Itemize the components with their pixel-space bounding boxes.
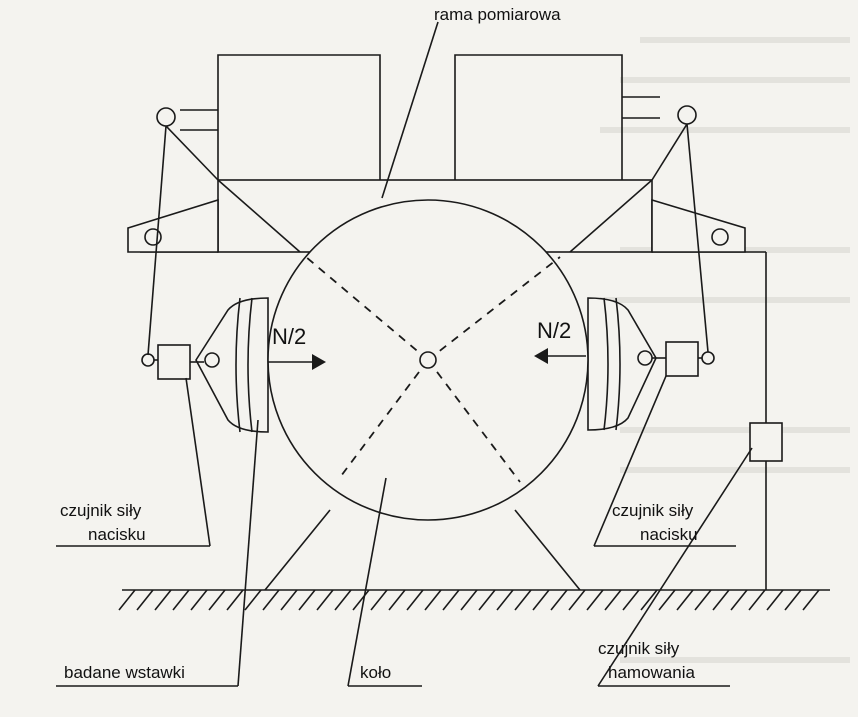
ground-hatch-line [712,589,730,611]
ground-hatch-line [118,589,136,611]
force-arrow-right [534,348,586,364]
ground-hatch-line [532,589,550,611]
label-sensor-right-2: nacisku [640,525,698,544]
ground-hatch-line [766,589,784,611]
upper-bracket-left [180,54,381,180]
label-sensor-right-1: czujnik siły [612,501,694,520]
pressure-sensor-right [637,341,715,377]
ground-hatch-line [406,589,424,611]
force-label-left: N/2 [272,324,306,349]
ground-hatch-line [172,589,190,611]
ground-hatch-line [694,589,712,611]
label-sensor-left-1: czujnik siły [60,501,142,520]
label-inserts: badane wstawki [64,663,185,682]
ground-hatch-line [262,589,280,611]
label-wheel: koło [360,663,391,682]
ground-hatch-line [424,589,442,611]
label-braking-sensor-1: czujnik siły [598,639,680,658]
ground-hatch-line [604,589,622,611]
ground-hatch-line [388,589,406,611]
pressure-sensor-left [141,344,220,380]
force-arrow-left [268,354,326,370]
ground-hatch-line [460,589,478,611]
support-legs [264,509,581,591]
pivot-top-right [651,105,709,353]
ground-hatch-line [640,589,658,611]
upper-bracket-right [454,54,660,180]
ground-hatch-line [352,589,370,611]
ground-hatch-line [514,589,532,611]
ground [118,589,830,611]
ground-hatch-line [280,589,298,611]
ground-hatch-line [622,589,640,611]
ground-hatch-line [316,589,334,611]
ground-hatch-line [136,589,154,611]
ground-hatch-line [802,589,820,611]
ground-hatch-line [190,589,208,611]
ground-hatch-line [442,589,460,611]
ground-hatch-line [226,589,244,611]
side-lug-left [127,198,219,253]
ground-hatch-line [730,589,748,611]
ground-hatch-line [658,589,676,611]
ground-hatch-line [208,589,226,611]
label-measuring-frame: rama pomiarowa [434,5,561,24]
braking-sensor [745,251,783,590]
ground-hatch-line [244,589,262,611]
ground-hatch-line [370,589,388,611]
label-sensor-left-2: nacisku [88,525,146,544]
ground-hatch-line [676,589,694,611]
wheel-axle-icon [419,351,437,369]
leader-lines [56,21,753,687]
force-label-right: N/2 [537,318,571,343]
ground-hatch-line [496,589,514,611]
brake-shoe-right [587,297,657,431]
label-braking-sensor-2: hamowania [608,663,695,682]
ground-hatch-line [154,589,172,611]
ground-hatch-line [478,589,496,611]
ground-hatch-line [568,589,586,611]
ground-hatch-line [748,589,766,611]
ground-hatch-line [334,589,352,611]
wheel [267,199,589,521]
ground-hatch-line [784,589,802,611]
pivot-top-left [147,107,219,356]
ground-hatch-line [550,589,568,611]
ground-hatch-line [298,589,316,611]
ground-hatch-line [586,589,604,611]
